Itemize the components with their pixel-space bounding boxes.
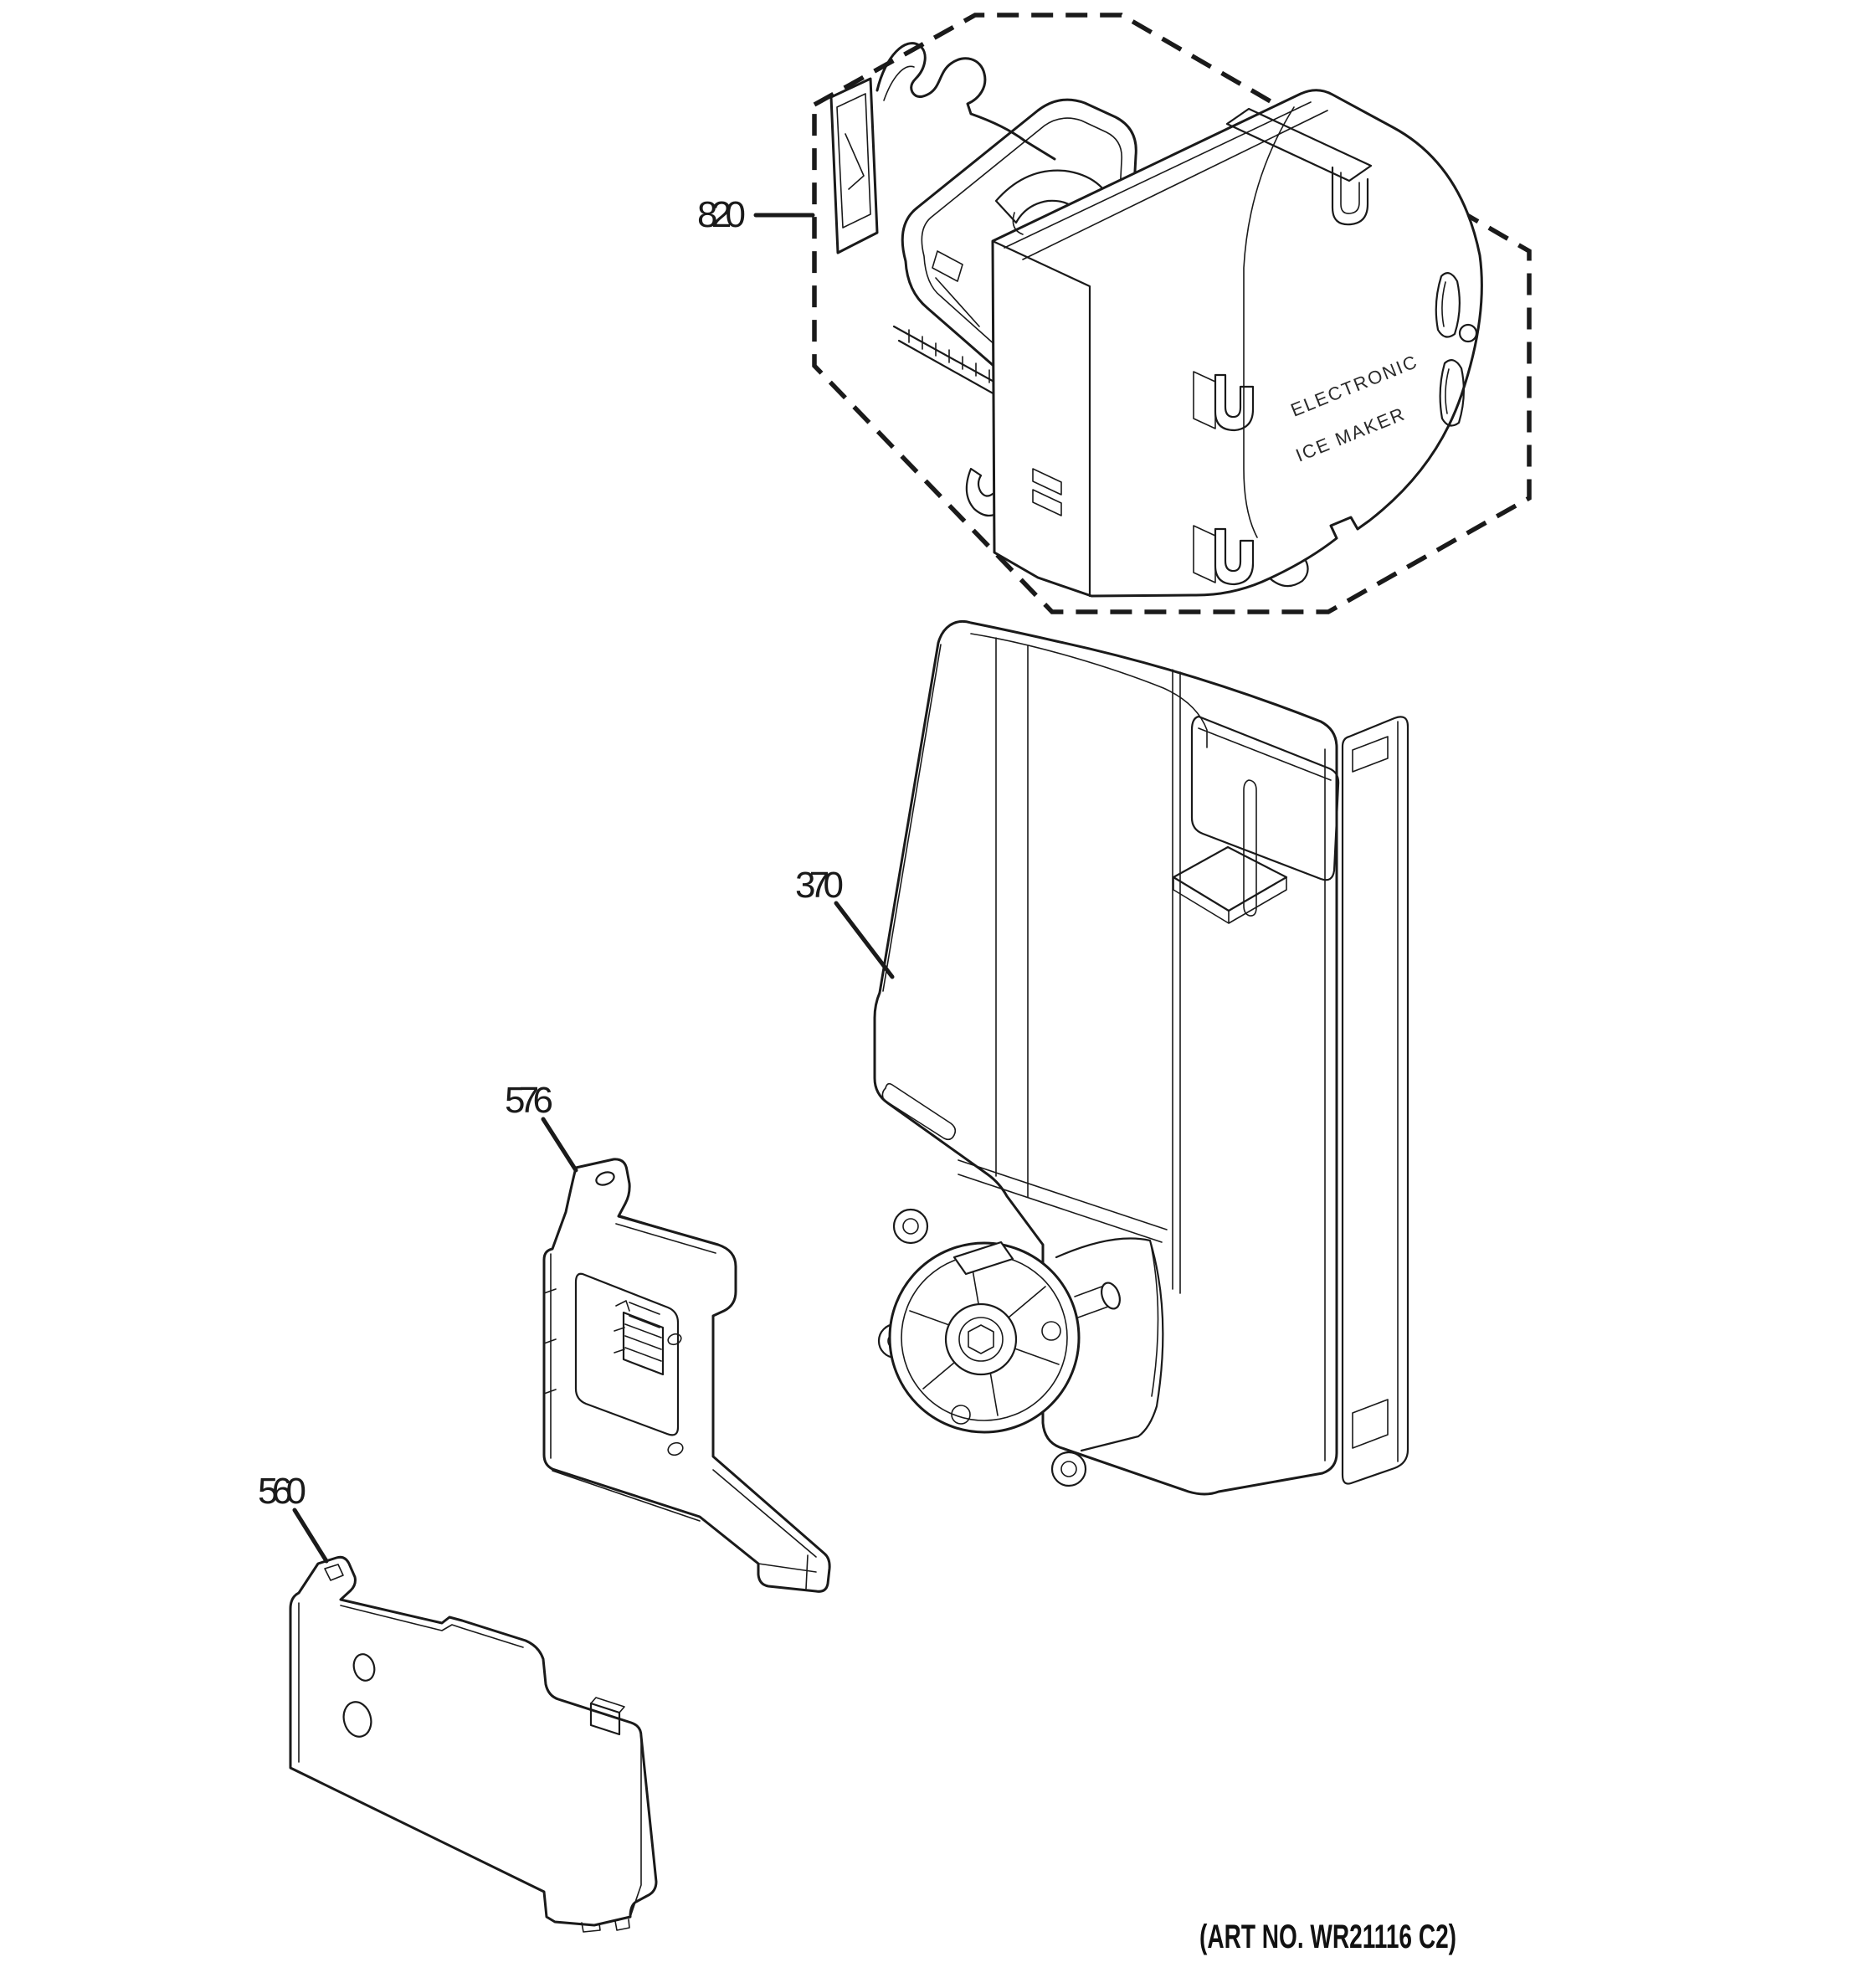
part-576-group: 576	[505, 1080, 831, 1593]
icemaker-module: ELECTRONIC ICE MAKER	[991, 89, 1483, 598]
module-side-hole	[1458, 323, 1478, 343]
ice-bucket-body	[873, 620, 1340, 1496]
part-label-370: 370	[795, 865, 844, 906]
auger-gear-housing	[877, 1208, 1164, 1487]
part-820-group: ELECTRONIC ICE MAKER 820	[697, 13, 1532, 614]
part-label-576: 576	[505, 1080, 553, 1121]
bracket-connector	[614, 1300, 665, 1376]
module-hole-large	[342, 1701, 372, 1738]
part-370-group: 370	[795, 620, 1409, 1496]
module-560-outline	[289, 1555, 658, 1927]
bracket-576-outline	[542, 1158, 831, 1593]
leader-line-576	[541, 1117, 578, 1173]
part-label-820: 820	[697, 194, 746, 235]
icemaker-module-body	[991, 89, 1483, 598]
module-hole-small	[352, 1653, 376, 1682]
auger-hub	[944, 1302, 1018, 1376]
bucket-outline	[873, 620, 1338, 1496]
part-label-560: 560	[258, 1471, 306, 1512]
leader-line-370	[834, 901, 895, 979]
leader-line-560	[292, 1508, 329, 1564]
part-560-group: 560	[258, 1471, 658, 1933]
bucket-side-panel	[1341, 716, 1409, 1485]
bracket-tab-hole	[595, 1171, 615, 1186]
art-number-text: (ART NO. WR21116 C2)	[1199, 1919, 1456, 1955]
dashed-boundary-820	[812, 13, 1532, 614]
